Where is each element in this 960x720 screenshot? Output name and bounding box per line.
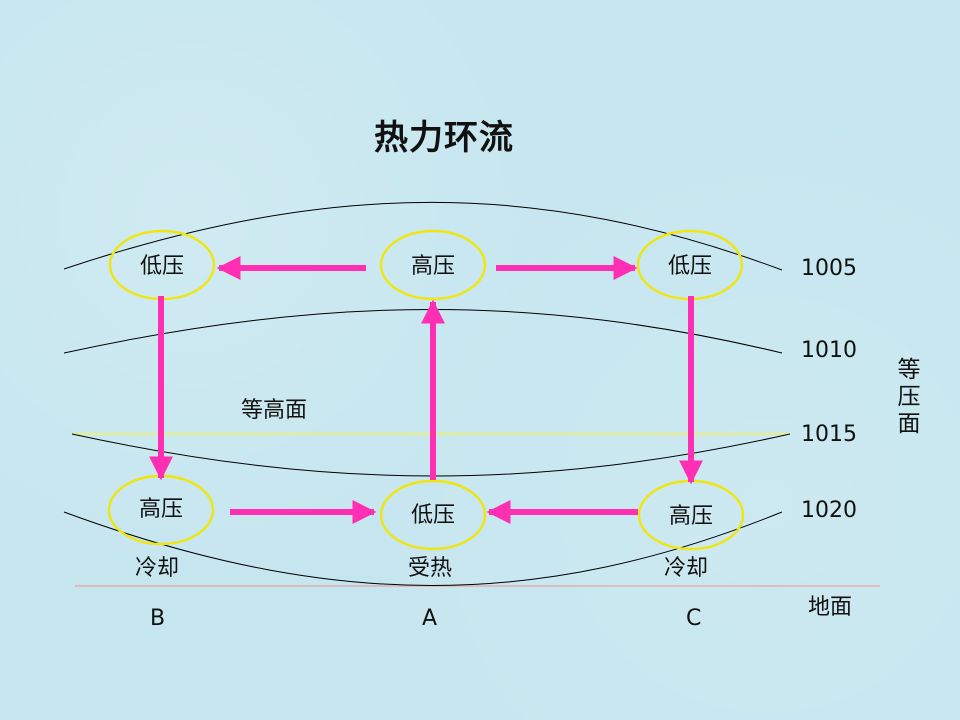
condition-right-label: 冷却 xyxy=(664,556,709,581)
node-lower-center-label: 低压 xyxy=(410,503,455,528)
condition-center-label: 受热 xyxy=(408,556,453,581)
condition-left-label: 冷却 xyxy=(135,556,180,581)
ground-label: 地面 xyxy=(808,595,853,620)
location-a-label: A xyxy=(422,606,438,631)
ellipse-lower-center xyxy=(379,479,487,551)
isobar-1010 xyxy=(63,309,783,354)
isobar-1005 xyxy=(63,201,783,271)
location-b-label: B xyxy=(150,606,166,631)
isobaric-surface-label: 等压面 xyxy=(897,357,921,437)
isobar-label-1020: 1020 xyxy=(801,498,857,523)
node-lower-left-label: 高压 xyxy=(138,497,183,522)
location-c-label: C xyxy=(686,606,702,631)
isobar-label-1005: 1005 xyxy=(801,256,857,281)
ellipse-upper-center xyxy=(379,229,487,301)
isobar-label-1015: 1015 xyxy=(801,422,857,447)
contour-height-label: 等高面 xyxy=(241,398,308,423)
diagram-title: 热力环流 xyxy=(374,118,514,158)
node-upper-left-label: 低压 xyxy=(139,254,184,279)
node-lower-right-label: 高压 xyxy=(668,504,713,529)
node-upper-center-label: 高压 xyxy=(410,254,455,279)
node-upper-right-label: 低压 xyxy=(667,254,712,279)
isobar-label-1010: 1010 xyxy=(801,338,857,363)
